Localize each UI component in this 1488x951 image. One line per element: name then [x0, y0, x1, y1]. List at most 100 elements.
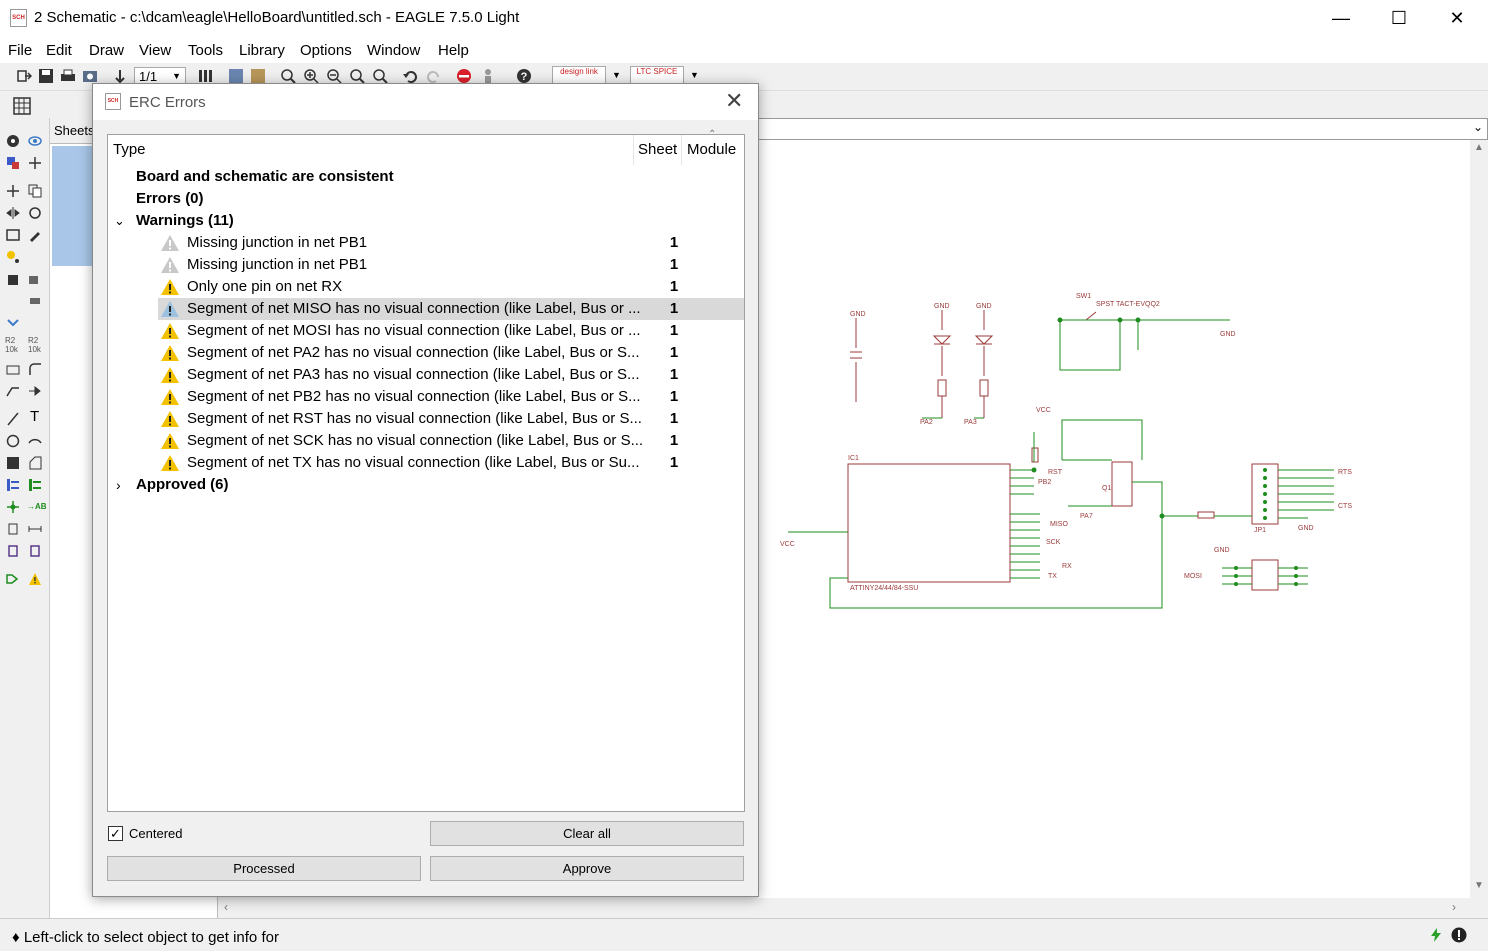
chevron-right-icon[interactable]: › [116, 477, 121, 493]
board-icon[interactable] [250, 68, 266, 84]
minimize-button[interactable]: — [1332, 8, 1350, 28]
menu-library[interactable]: Library [239, 42, 285, 59]
menu-file[interactable]: File [8, 42, 33, 59]
menu-tools[interactable]: Tools [188, 42, 224, 59]
errors-warning-icon[interactable] [28, 572, 42, 586]
chevron-down-icon[interactable]: ⌄ [114, 213, 125, 228]
circle-icon[interactable] [6, 434, 20, 448]
save-icon[interactable] [38, 68, 54, 84]
warning-row-selected[interactable]: Segment of net MISO has no visual connec… [108, 298, 744, 320]
paste-icon[interactable] [6, 250, 20, 264]
command-line-input[interactable]: ⌄ [758, 118, 1488, 140]
warning-row[interactable]: Segment of net PA2 has no visual connect… [108, 342, 744, 364]
column-header-type[interactable]: Type [108, 135, 634, 165]
vertical-scrollbar[interactable]: ▲ ▼ [1470, 140, 1488, 898]
stop-icon[interactable] [456, 68, 472, 84]
rotate-icon[interactable] [28, 206, 42, 220]
menu-draw[interactable]: Draw [89, 42, 125, 59]
scroll-left-icon[interactable]: ‹ [224, 900, 228, 914]
arc-icon[interactable] [28, 434, 42, 448]
menu-options[interactable]: Options [300, 42, 352, 59]
zoom-fit-icon[interactable] [280, 68, 296, 84]
menu-edit[interactable]: Edit [46, 42, 72, 59]
open-icon[interactable] [16, 68, 32, 84]
info-icon[interactable] [6, 134, 20, 148]
invoke-icon[interactable] [28, 384, 42, 398]
dialog-close-icon[interactable]: ✕ [725, 88, 744, 113]
dimension-icon[interactable] [28, 522, 42, 536]
processed-button[interactable]: Processed [107, 856, 421, 881]
miter-icon[interactable] [28, 362, 42, 376]
label-icon[interactable]: →AB [27, 502, 47, 511]
sheets-tab[interactable]: Sheets [54, 123, 95, 138]
erc-icon[interactable] [6, 572, 20, 586]
grid-icon[interactable] [13, 97, 31, 115]
attribute-icon[interactable] [6, 522, 20, 536]
split-icon[interactable] [6, 384, 20, 398]
mirror-icon[interactable] [6, 206, 20, 220]
erc-tree-view[interactable]: Type Sheet Module ⌃ Board and schematic … [107, 129, 745, 812]
frame-icon[interactable] [6, 544, 20, 558]
cam-icon[interactable] [82, 68, 98, 84]
go-icon[interactable] [480, 68, 496, 84]
zoom-out-icon[interactable] [326, 68, 342, 84]
tree-row-warnings[interactable]: ⌄ Warnings (11) [108, 210, 744, 232]
warning-row[interactable]: Segment of net MOSI has no visual connec… [108, 320, 744, 342]
lightning-icon[interactable] [1428, 927, 1444, 943]
warning-row[interactable]: Segment of net SCK has no visual connect… [108, 430, 744, 452]
tree-row-errors[interactable]: Errors (0) [108, 188, 744, 210]
warning-row[interactable]: Only one pin on net RX 1 [108, 276, 744, 298]
warning-row[interactable]: Missing junction in net PB1 1 [108, 232, 744, 254]
show-icon[interactable] [28, 134, 42, 148]
scroll-right-icon[interactable]: › [1452, 900, 1456, 914]
replace-icon[interactable] [6, 316, 20, 330]
delete-icon[interactable] [6, 272, 20, 286]
warning-row[interactable]: Segment of net TX has no visual connecti… [108, 452, 744, 474]
scroll-down-icon[interactable]: ▼ [1474, 880, 1484, 891]
scroll-up-icon[interactable]: ▲ [1474, 142, 1484, 153]
change-icon[interactable] [28, 228, 42, 242]
display-icon[interactable] [6, 156, 20, 170]
undo-icon[interactable] [402, 68, 418, 84]
clear-all-button[interactable]: Clear all [430, 821, 744, 846]
schematic-icon[interactable] [228, 68, 244, 84]
redo-icon[interactable] [426, 68, 442, 84]
zoom-select-icon[interactable] [372, 68, 388, 84]
centered-checkbox[interactable]: ✓ [108, 826, 123, 841]
help-icon[interactable]: ? [516, 68, 532, 84]
close-button[interactable]: ✕ [1449, 8, 1465, 28]
text-icon[interactable]: T [30, 408, 40, 425]
maximize-button[interactable]: ☐ [1390, 8, 1408, 28]
tree-row-approved[interactable]: › Approved (6) [108, 474, 744, 496]
approve-button[interactable]: Approve [430, 856, 744, 881]
chevron-down-icon[interactable]: ▼ [612, 70, 621, 80]
menu-help[interactable]: Help [438, 42, 469, 59]
warning-row[interactable]: Segment of net RST has no visual connect… [108, 408, 744, 430]
net-icon[interactable] [28, 478, 42, 492]
horizontal-scrollbar[interactable]: ‹ › [218, 898, 1470, 918]
sheet-icon[interactable] [112, 68, 128, 84]
menu-view[interactable]: View [139, 42, 172, 59]
rect-icon[interactable] [6, 456, 20, 470]
move-icon[interactable] [6, 184, 20, 198]
stop-command-icon[interactable] [1451, 927, 1467, 943]
use-icon[interactable] [198, 68, 214, 84]
chevron-down-icon[interactable]: ▼ [690, 70, 699, 80]
copy-icon[interactable] [28, 184, 42, 198]
warning-row[interactable]: Segment of net PB2 has no visual connect… [108, 386, 744, 408]
junction-icon[interactable] [6, 500, 20, 514]
wire-icon[interactable] [6, 412, 20, 426]
zoom-in-icon[interactable] [303, 68, 319, 84]
print-icon[interactable] [60, 68, 76, 84]
column-header-module[interactable]: Module [687, 141, 737, 158]
tree-row-consistency[interactable]: Board and schematic are consistent [108, 166, 744, 188]
bus-icon[interactable] [6, 478, 20, 492]
sheet-thumbnail[interactable] [52, 146, 96, 266]
chevron-down-icon[interactable]: ⌄ [1472, 120, 1483, 134]
warning-row[interactable]: Segment of net PA3 has no visual connect… [108, 364, 744, 386]
column-header-sheet[interactable]: Sheet [634, 135, 682, 165]
module-icon[interactable] [28, 544, 42, 558]
mark-icon[interactable] [28, 156, 42, 170]
